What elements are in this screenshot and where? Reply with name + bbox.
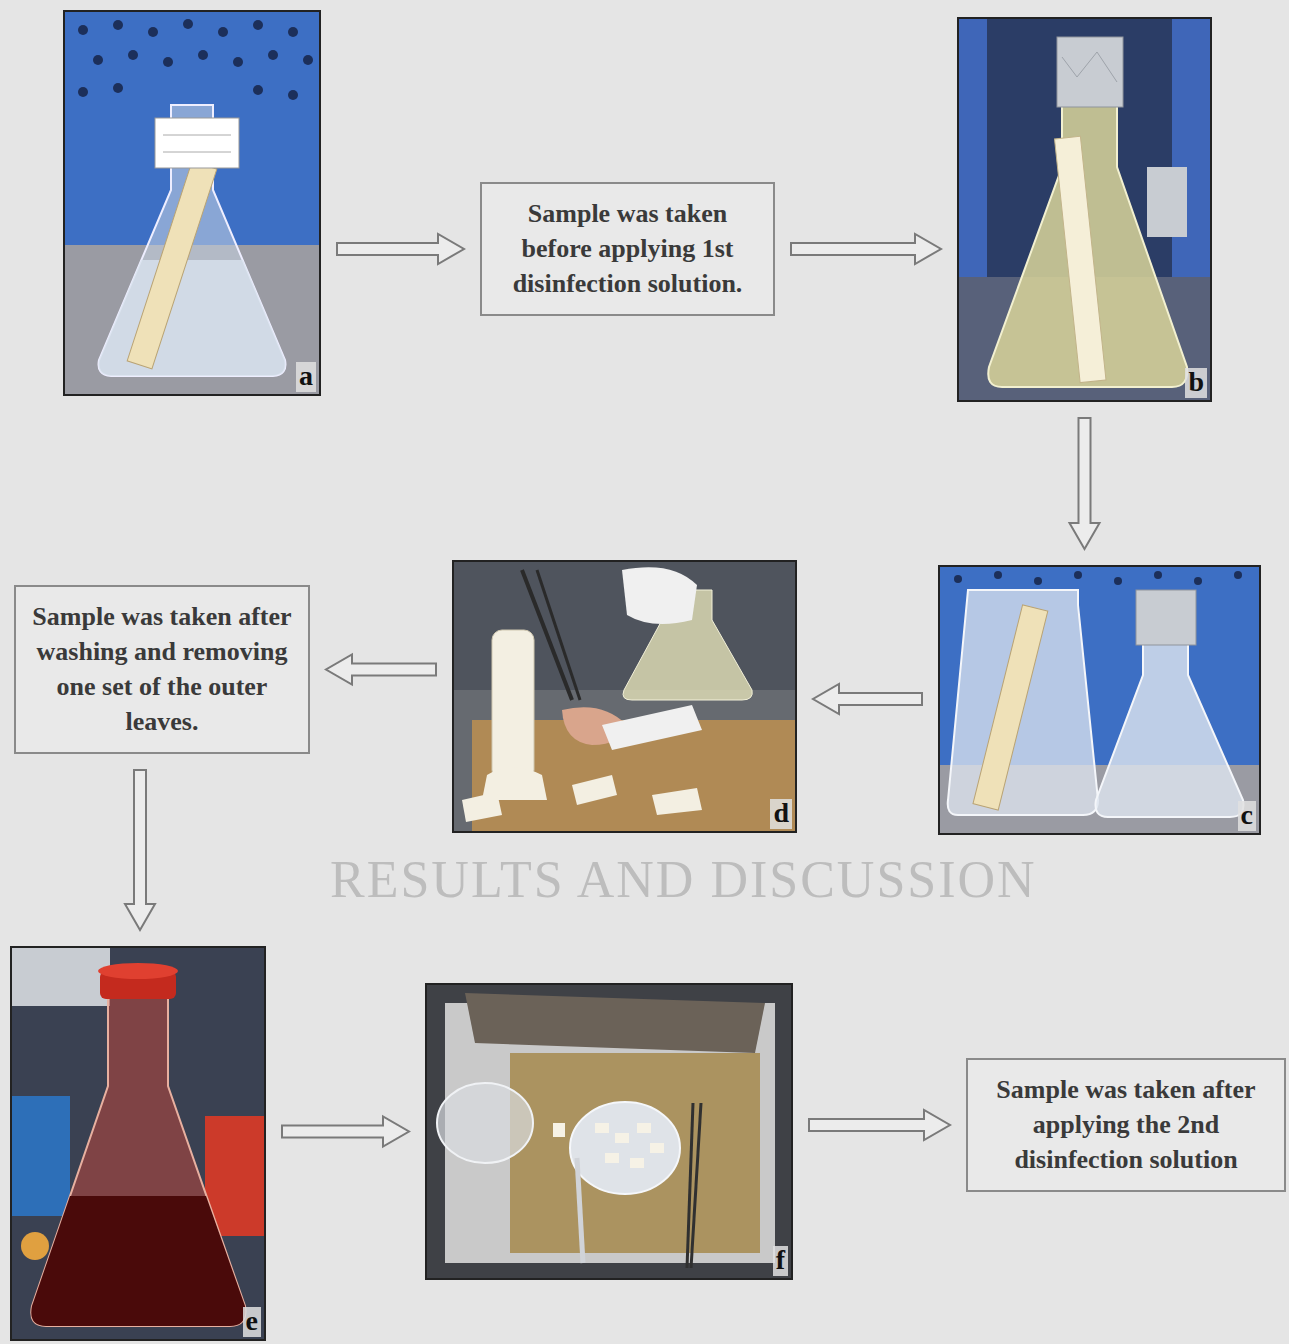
step-text: Sample was taken before applying 1st dis…	[492, 196, 763, 301]
photo-frame: e	[10, 946, 266, 1341]
hollow-arrow	[791, 234, 941, 264]
photo-frame: f	[425, 983, 793, 1280]
panel-letter: b	[1185, 368, 1207, 398]
photo-flask-a	[63, 10, 321, 396]
photo-petri-dishes-f	[425, 983, 793, 1280]
hollow-arrow	[813, 684, 922, 714]
pegboard-holes	[78, 19, 313, 100]
panel-letter: f	[773, 1246, 788, 1276]
photo-frame: b	[957, 17, 1212, 402]
step-text: Sample was taken after washing and remov…	[26, 599, 298, 739]
photo-frame: c	[938, 565, 1261, 835]
watermark-heading: RESULTS AND DISCUSSION	[330, 850, 1037, 909]
step-box: Sample was taken after washing and remov…	[14, 585, 310, 754]
step-text: Sample was taken after applying the 2nd …	[978, 1072, 1274, 1177]
hollow-arrow	[282, 1117, 409, 1147]
photo-two-flasks-c	[938, 565, 1261, 835]
hollow-arrow	[337, 234, 464, 264]
hollow-arrow	[125, 770, 155, 930]
panel-letter: e	[243, 1307, 261, 1337]
photo-dissection-d	[452, 560, 797, 833]
panel-letter: d	[770, 799, 792, 829]
step-box: Sample was taken after applying the 2nd …	[966, 1058, 1286, 1192]
step-box: Sample was taken before applying 1st dis…	[480, 182, 775, 316]
hollow-arrow	[809, 1110, 950, 1140]
hollow-arrow	[326, 655, 436, 685]
panel-letter: a	[296, 362, 316, 392]
photo-red-flask-e	[10, 946, 266, 1341]
photo-frame: a	[63, 10, 321, 396]
photo-frame: d	[452, 560, 797, 833]
panel-letter: c	[1238, 801, 1256, 831]
photo-flask-b	[957, 17, 1212, 402]
hollow-arrow	[1070, 418, 1100, 549]
